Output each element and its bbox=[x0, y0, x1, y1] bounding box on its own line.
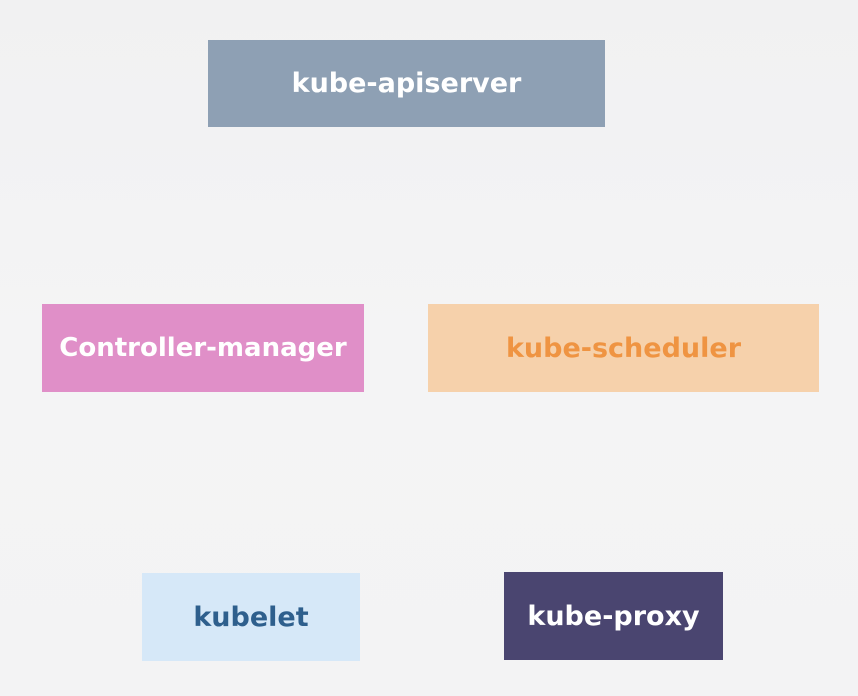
kubelet-box: kubelet bbox=[142, 573, 360, 661]
controller-manager-label: Controller-manager bbox=[59, 333, 347, 363]
kube-apiserver-label: kube-apiserver bbox=[291, 68, 522, 99]
controller-manager-box: Controller-manager bbox=[42, 304, 364, 392]
kube-proxy-label: kube-proxy bbox=[527, 600, 700, 632]
kube-apiserver-box: kube-apiserver bbox=[208, 40, 605, 127]
kube-scheduler-label: kube-scheduler bbox=[505, 332, 742, 364]
kubelet-label: kubelet bbox=[193, 601, 309, 633]
kube-scheduler-box: kube-scheduler bbox=[428, 304, 819, 392]
kube-proxy-box: kube-proxy bbox=[504, 572, 723, 660]
